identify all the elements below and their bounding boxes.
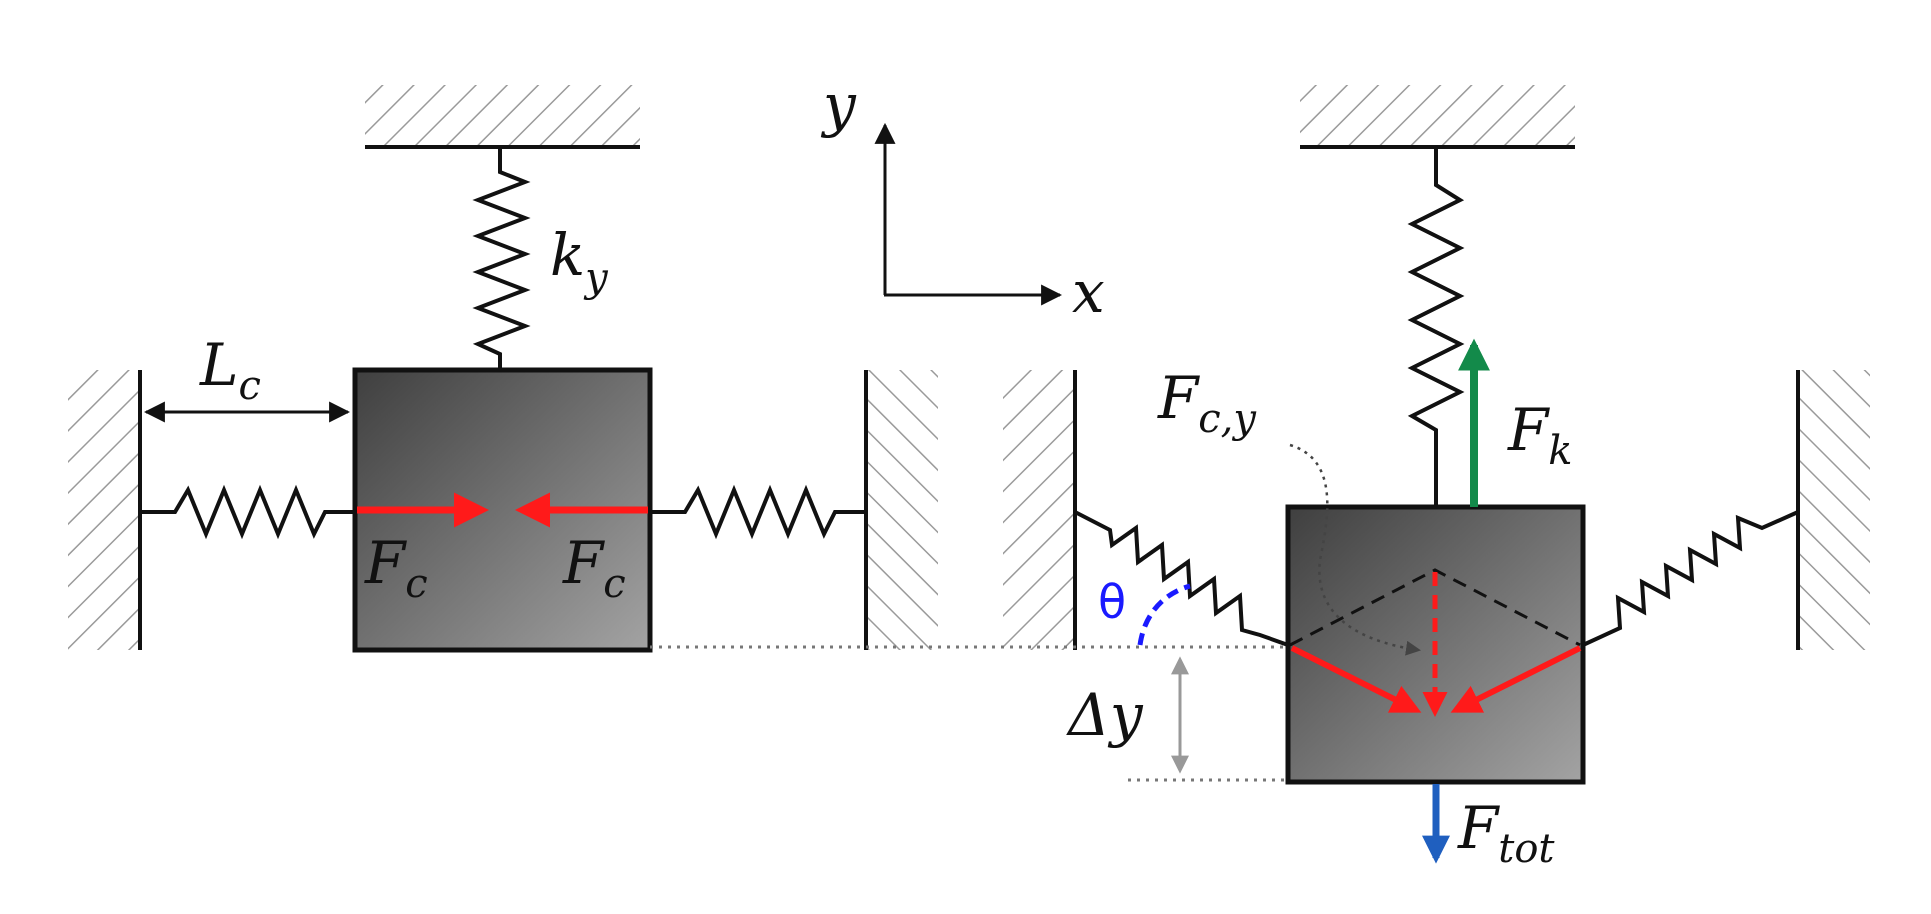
right-fc-arrow-left (1290, 645, 1422, 713)
left-ceiling-hatch (365, 85, 640, 147)
theta-label: θ (1098, 575, 1126, 629)
left-fc-label-1-sub: c (405, 561, 427, 607)
length-label-main: L (199, 331, 239, 399)
ftot-label-sub: tot (1498, 826, 1555, 872)
fk-label: Fk (1507, 396, 1573, 474)
length-label: Lc (199, 331, 261, 409)
fk-label-main: F (1507, 396, 1550, 464)
fk-label-sub: k (1548, 428, 1572, 474)
left-fc-label-1-main: F (364, 529, 407, 597)
right-fc-arrow-right (1450, 645, 1582, 713)
left-vertical-spring (472, 147, 531, 370)
fcy-label-main: F (1157, 364, 1200, 432)
right-vertical-spring (1407, 147, 1465, 507)
ftot-label: Ftot (1457, 794, 1555, 872)
stiffness-label: ky (550, 221, 609, 301)
left-horizontal-spring-left (140, 484, 355, 540)
fcy-pointer-curve (1289, 443, 1421, 656)
coordinate-axes (874, 122, 1063, 306)
right-system (1003, 85, 1870, 864)
delta-y-label: Δy (1066, 681, 1144, 749)
axis-y-label: y (820, 71, 857, 139)
right-right-wall-hatch (1798, 370, 1870, 650)
fcy-label-sub: c,y (1198, 396, 1257, 442)
left-fc-label-2: Fc (562, 529, 626, 607)
left-fc-label-2-main: F (562, 529, 605, 597)
left-fc-label-1: Fc (364, 529, 428, 607)
left-fc-label-2-sub: c (603, 561, 625, 607)
stiffness-label-main: k (550, 221, 585, 289)
right-ceiling-hatch (1300, 85, 1575, 147)
stiffness-label-sub: y (583, 255, 609, 301)
right-diagonal-spring-left (1074, 510, 1289, 647)
axis-x-label: x (1072, 258, 1105, 326)
right-left-wall-hatch (1003, 370, 1075, 650)
left-wall-hatch (68, 370, 140, 650)
theta-angle-arc (1137, 583, 1191, 646)
length-label-sub: c (239, 363, 261, 409)
left-horizontal-spring-right (650, 484, 866, 540)
right-diagonal-spring-right (1582, 510, 1799, 647)
left-right-wall-hatch (866, 370, 938, 650)
left-system (68, 85, 938, 653)
right-dashed-geometry (1289, 568, 1581, 647)
fcy-label: Fc,y (1157, 364, 1257, 442)
ftot-label-main: F (1457, 794, 1500, 862)
